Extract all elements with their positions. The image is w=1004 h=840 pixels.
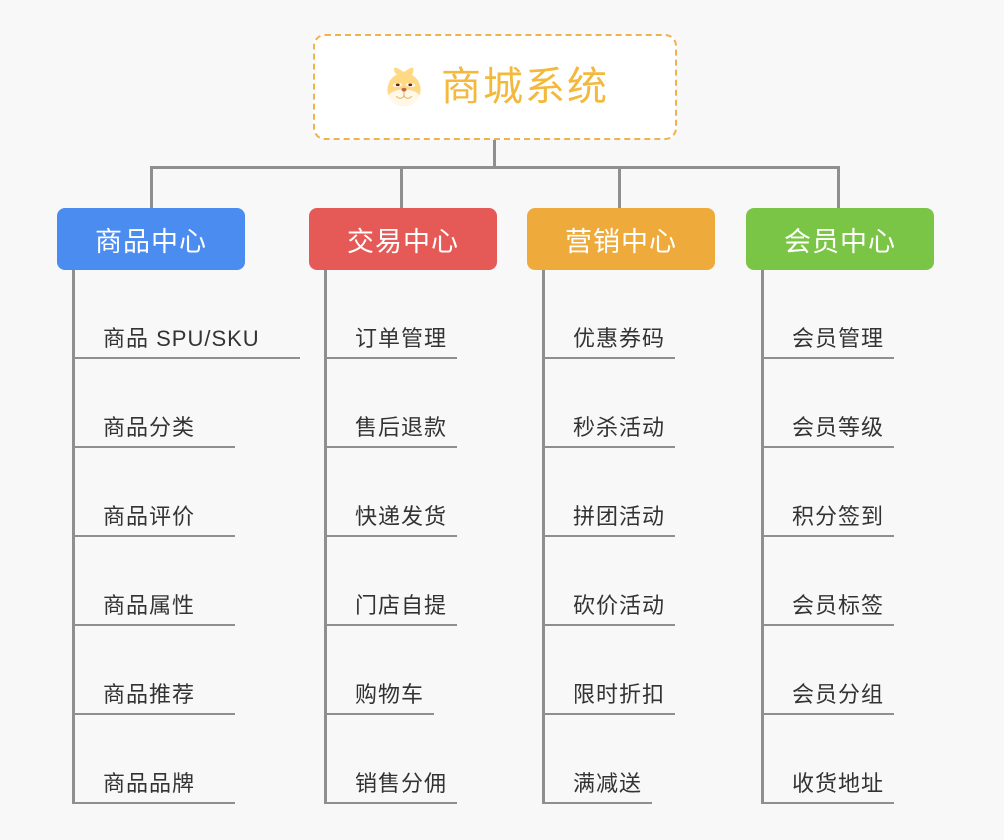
category-box-trade-center[interactable]: 交易中心 — [309, 208, 497, 270]
root-title: 商城系统 — [441, 65, 609, 109]
connector-drop-4 — [837, 166, 840, 208]
root-node[interactable]: 商城系统 — [313, 34, 677, 140]
category-label: 会员中心 — [784, 226, 896, 257]
item-list-member-center: 会员管理 会员等级 积分签到 会员标签 会员分组 收货地址 — [761, 270, 934, 804]
category-box-marketing-center[interactable]: 营销中心 — [527, 208, 715, 270]
list-item[interactable]: 限时折扣 — [545, 626, 715, 715]
item-label: 商品 SPU/SKU — [75, 325, 300, 359]
list-item[interactable]: 商品品牌 — [75, 715, 245, 804]
item-label: 会员标签 — [764, 592, 895, 626]
list-item[interactable]: 门店自提 — [327, 537, 497, 626]
list-item[interactable]: 商品推荐 — [75, 626, 245, 715]
item-label: 门店自提 — [327, 592, 458, 626]
item-label: 购物车 — [327, 681, 435, 715]
list-item[interactable]: 商品评价 — [75, 448, 245, 537]
item-label: 拼团活动 — [545, 503, 676, 537]
item-label: 快递发货 — [327, 503, 458, 537]
connector-root-stem — [493, 140, 496, 168]
list-item[interactable]: 拼团活动 — [545, 448, 715, 537]
item-label: 商品评价 — [75, 503, 236, 537]
list-item[interactable]: 会员标签 — [764, 537, 934, 626]
connector-drop-3 — [618, 166, 621, 208]
list-item[interactable]: 优惠券码 — [545, 270, 715, 359]
list-item[interactable]: 收货地址 — [764, 715, 934, 804]
list-item[interactable]: 砍价活动 — [545, 537, 715, 626]
list-item[interactable]: 商品属性 — [75, 537, 245, 626]
item-label: 会员管理 — [764, 325, 895, 359]
column-product-center: 商品中心 商品 SPU/SKU 商品分类 商品评价 商品属性 商品推荐 商品品牌 — [57, 208, 300, 804]
list-item[interactable]: 订单管理 — [327, 270, 497, 359]
item-list-product-center: 商品 SPU/SKU 商品分类 商品评价 商品属性 商品推荐 商品品牌 — [72, 270, 300, 804]
column-marketing-center: 营销中心 优惠券码 秒杀活动 拼团活动 砍价活动 限时折扣 满减送 — [527, 208, 715, 804]
list-item[interactable]: 会员分组 — [764, 626, 934, 715]
category-label: 商品中心 — [95, 226, 207, 257]
item-label: 收货地址 — [764, 770, 895, 804]
list-item[interactable]: 销售分佣 — [327, 715, 497, 804]
list-item[interactable]: 购物车 — [327, 626, 497, 715]
item-label: 订单管理 — [327, 325, 458, 359]
item-label: 商品品牌 — [75, 770, 236, 804]
item-label: 秒杀活动 — [545, 414, 676, 448]
category-box-member-center[interactable]: 会员中心 — [746, 208, 934, 270]
category-label: 交易中心 — [347, 226, 459, 257]
item-label: 满减送 — [545, 770, 653, 804]
list-item[interactable]: 商品分类 — [75, 359, 245, 448]
item-label: 商品推荐 — [75, 681, 236, 715]
list-item[interactable]: 秒杀活动 — [545, 359, 715, 448]
item-label: 销售分佣 — [327, 770, 458, 804]
list-item[interactable]: 商品 SPU/SKU — [75, 270, 300, 359]
shiba-dog-icon — [387, 67, 421, 107]
category-label: 营销中心 — [565, 226, 677, 257]
connector-horizontal-bus — [150, 166, 840, 169]
item-label: 商品属性 — [75, 592, 236, 626]
item-label: 砍价活动 — [545, 592, 676, 626]
item-label: 售后退款 — [327, 414, 458, 448]
item-label: 限时折扣 — [545, 681, 676, 715]
list-item[interactable]: 快递发货 — [327, 448, 497, 537]
column-member-center: 会员中心 会员管理 会员等级 积分签到 会员标签 会员分组 收货地址 — [746, 208, 934, 804]
list-item[interactable]: 售后退款 — [327, 359, 497, 448]
list-item[interactable]: 积分签到 — [764, 448, 934, 537]
list-item[interactable]: 满减送 — [545, 715, 715, 804]
connector-drop-2 — [400, 166, 403, 208]
item-label: 会员等级 — [764, 414, 895, 448]
item-label: 会员分组 — [764, 681, 895, 715]
item-list-marketing-center: 优惠券码 秒杀活动 拼团活动 砍价活动 限时折扣 满减送 — [542, 270, 715, 804]
list-item[interactable]: 会员等级 — [764, 359, 934, 448]
column-trade-center: 交易中心 订单管理 售后退款 快递发货 门店自提 购物车 销售分佣 — [309, 208, 497, 804]
connector-drop-1 — [150, 166, 153, 208]
list-item[interactable]: 会员管理 — [764, 270, 934, 359]
item-label: 积分签到 — [764, 503, 895, 537]
item-label: 优惠券码 — [545, 325, 676, 359]
category-box-product-center[interactable]: 商品中心 — [57, 208, 245, 270]
item-label: 商品分类 — [75, 414, 236, 448]
item-list-trade-center: 订单管理 售后退款 快递发货 门店自提 购物车 销售分佣 — [324, 270, 497, 804]
